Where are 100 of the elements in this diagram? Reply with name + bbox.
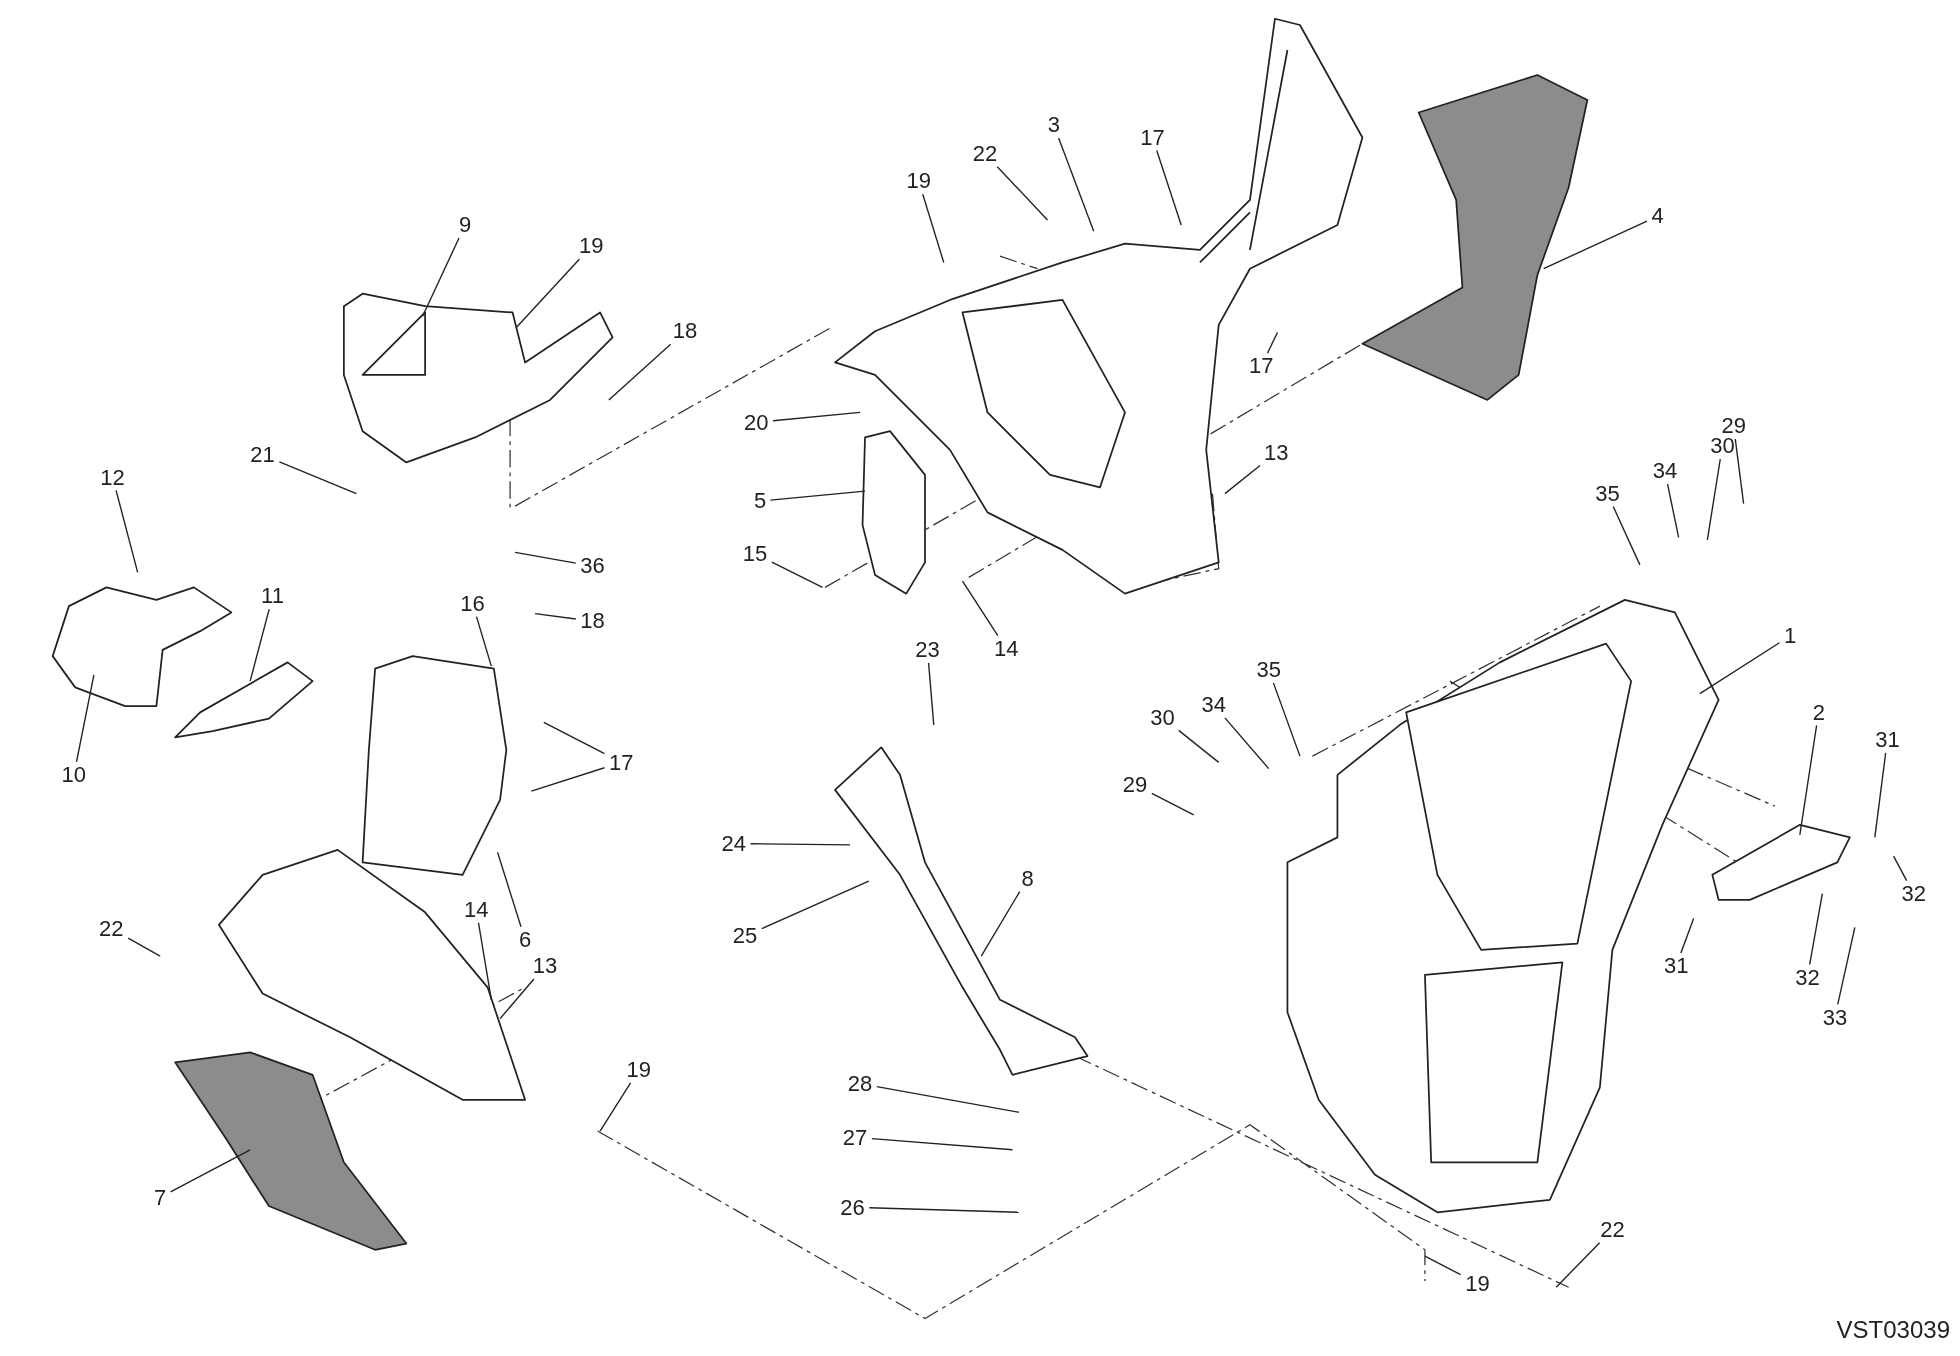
leader-line: [996, 166, 1049, 221]
leader-line: [1666, 483, 1680, 539]
callout-number: 32: [1795, 966, 1820, 989]
callout-number: 6: [518, 929, 532, 951]
leader-line: [1272, 682, 1301, 757]
leader-line: [115, 489, 139, 574]
leader-line: [475, 615, 493, 667]
leader-line: [1224, 717, 1270, 770]
leader-line: [1542, 220, 1648, 270]
callout-number: 14: [464, 899, 489, 921]
drawing-number: VST03039: [1836, 1315, 1950, 1345]
callout-number: 30: [1710, 435, 1735, 458]
leader-line: [1809, 892, 1824, 965]
callout-number: 11: [261, 585, 284, 608]
leader-line: [749, 843, 851, 846]
leader-line: [927, 662, 935, 726]
callout-number: 2: [1812, 701, 1825, 724]
leader-line: [1057, 137, 1095, 232]
leader-line: [75, 674, 95, 763]
callout-number: 17: [1249, 355, 1274, 378]
leader-line: [278, 461, 358, 495]
leader-line: [769, 490, 866, 501]
callout-number: 23: [915, 639, 940, 661]
leader-line: [514, 551, 577, 564]
callout-number: 4: [1651, 205, 1664, 228]
callout-number: 18: [580, 610, 605, 633]
callout-number: 19: [579, 235, 604, 258]
callout-number: 20: [744, 411, 769, 434]
callout-number: 19: [906, 170, 931, 193]
callout-number: 32: [1901, 882, 1926, 905]
callout-number: 13: [1264, 441, 1289, 464]
callout-number: 21: [250, 444, 275, 466]
callout-number: 15: [742, 542, 768, 565]
leader-line: [1734, 438, 1745, 505]
leader-line: [127, 937, 161, 957]
callout-number: 16: [460, 592, 485, 615]
leader-line: [980, 890, 1021, 957]
callout-number: 31: [1664, 955, 1689, 978]
callout-number: 5: [753, 490, 767, 513]
callout-number: 19: [1465, 1272, 1490, 1295]
leader-line: [543, 721, 606, 755]
callout-number: 17: [1140, 126, 1165, 149]
leader-line: [761, 880, 870, 930]
callout-number: 7: [153, 1186, 167, 1209]
leader-line: [1874, 752, 1887, 839]
leader-line: [1151, 792, 1195, 816]
callout-number: 13: [532, 955, 558, 978]
leader-line: [169, 1149, 251, 1193]
callout-number: 10: [61, 764, 86, 786]
callout-number: 24: [721, 832, 746, 855]
callout-number: 29: [1122, 774, 1148, 796]
callout-number: 14: [994, 637, 1019, 660]
leader-line: [771, 561, 824, 589]
callout-number: 1: [1783, 625, 1797, 648]
callout-number: 9: [458, 214, 472, 236]
leader-line: [1266, 331, 1279, 354]
leader-line: [1699, 642, 1781, 695]
callout-number: 28: [847, 1072, 873, 1095]
callout-number: 12: [100, 466, 125, 489]
leader-line: [1892, 855, 1908, 882]
callout-number: 36: [580, 555, 605, 578]
leader-line: [599, 1082, 632, 1132]
callout-number: 22: [99, 917, 124, 940]
callout-number: 35: [1256, 659, 1281, 681]
leader-line: [608, 343, 672, 401]
leader-line: [1680, 917, 1695, 954]
callout-number: 29: [1721, 415, 1746, 438]
leader-line: [772, 411, 861, 422]
callout-number: 3: [1047, 114, 1060, 136]
leader-line: [1706, 458, 1721, 541]
leader-line: [1555, 1242, 1601, 1288]
leader-line: [1156, 149, 1182, 226]
callout-number: 34: [1652, 460, 1678, 483]
callout-number: 22: [1600, 1219, 1625, 1241]
leader-line: [421, 237, 460, 317]
leader-line: [530, 767, 606, 792]
leader-line: [477, 922, 493, 1001]
leader-line: [961, 580, 999, 637]
leader-line: [922, 193, 945, 264]
leader-line: [515, 258, 580, 329]
callout-number: 33: [1822, 1006, 1848, 1029]
callout-number: 8: [1021, 867, 1034, 890]
leader-line: [876, 1085, 1020, 1113]
leader-line: [496, 851, 522, 928]
leader-line: [868, 1207, 1020, 1213]
leader-line: [871, 1137, 1014, 1151]
leader-line: [1837, 926, 1856, 1005]
callout-number: 34: [1201, 694, 1226, 716]
callout-number: 17: [609, 751, 634, 774]
callout-number: 31: [1875, 729, 1900, 751]
callout-number: 27: [842, 1126, 868, 1149]
leader-line: [1224, 464, 1261, 495]
leader-line: [249, 608, 270, 682]
leader-line: [1178, 729, 1220, 764]
callout-number: 22: [972, 142, 998, 165]
callout-number: 26: [840, 1196, 865, 1219]
callout-number: 19: [626, 1059, 651, 1081]
callout-number: 18: [672, 320, 698, 343]
callout-number: 25: [732, 925, 758, 948]
leader-line: [534, 612, 577, 620]
